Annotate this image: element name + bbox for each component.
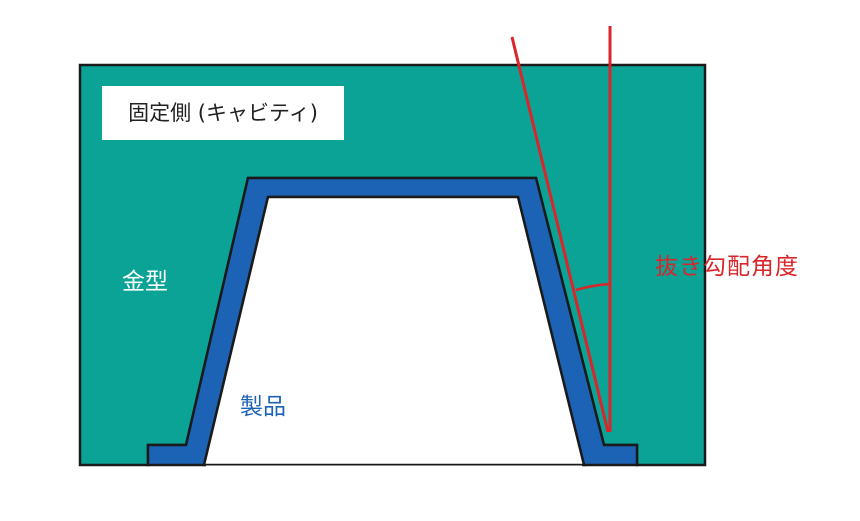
product-interior [202, 195, 586, 467]
draft-angle-label: 抜き勾配角度 [655, 254, 799, 280]
cavity-side-label: 固定側 (キャビティ) [102, 86, 344, 140]
draft-slope-line [510, 36, 610, 433]
mold-label: 金型 [122, 269, 168, 295]
draft-angle-arc [575, 282, 611, 292]
product-label: 製品 [240, 394, 286, 420]
